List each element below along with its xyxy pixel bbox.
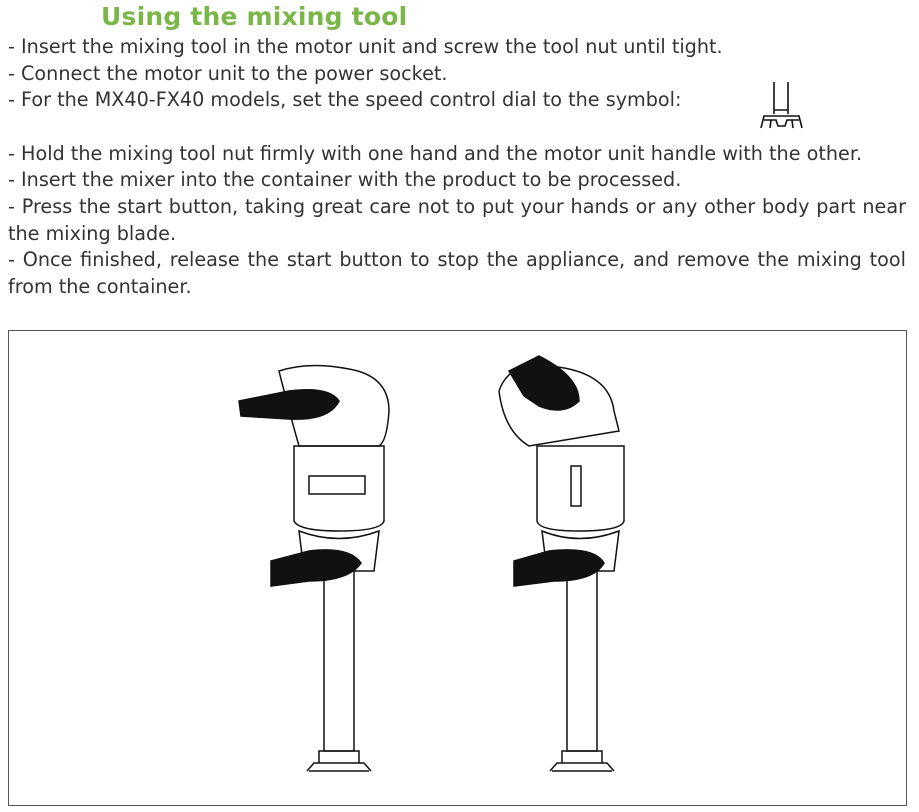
- mixer-left-illustration: [238, 364, 390, 772]
- mixing-tool-symbol-icon: [757, 80, 807, 130]
- usage-illustration: [8, 330, 907, 806]
- instructions: - Insert the mixing tool in the motor un…: [8, 34, 906, 300]
- step-3: - For the MX40-FX40 models, set the spee…: [8, 88, 682, 112]
- step-2: - Connect the motor unit to the power so…: [8, 61, 448, 85]
- mixer-right-illustration: [498, 355, 625, 772]
- section-title: Using the mixing tool: [101, 2, 408, 31]
- step-6: - Press the start button, taking great c…: [8, 194, 906, 245]
- step-7: - Once finished, release the start butto…: [8, 248, 906, 298]
- step-4: - Hold the mixing tool nut firmly with o…: [8, 141, 863, 165]
- step-1: - Insert the mixing tool in the motor un…: [8, 35, 723, 58]
- step-5: - Insert the mixer into the container wi…: [8, 168, 682, 192]
